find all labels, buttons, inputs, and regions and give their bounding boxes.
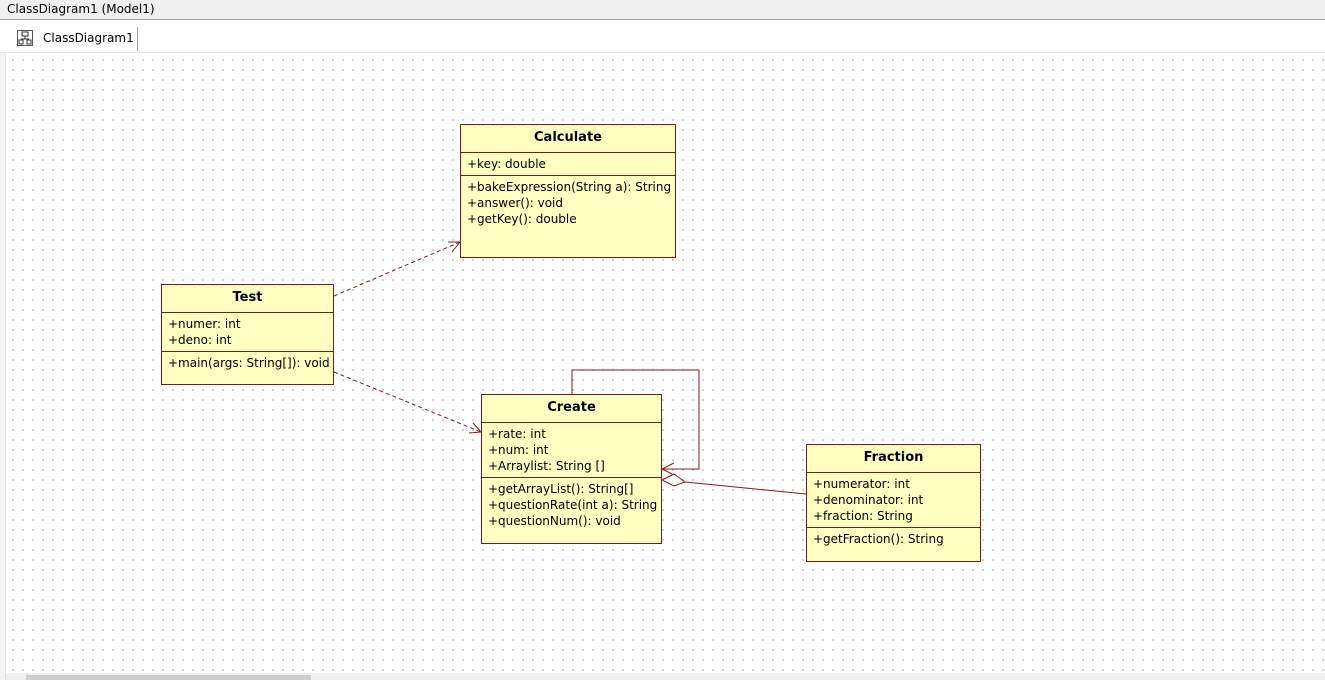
class-attribute: +denominator: int <box>813 493 924 507</box>
class-create[interactable]: Create +rate: int +num: int +Arraylist: … <box>481 394 662 544</box>
class-operations: +main(args: String[]): void <box>162 352 333 374</box>
class-test[interactable]: Test +numer: int +deno: int +main(args: … <box>161 284 334 385</box>
class-calculate[interactable]: Calculate +key: double +bakeExpression(S… <box>460 124 676 258</box>
class-diagram-icon <box>17 30 33 46</box>
class-name: Test <box>162 285 333 313</box>
class-operations: +getFraction(): String <box>807 528 980 550</box>
class-operation: +answer(): void <box>467 196 564 210</box>
scrollbar-thumb[interactable] <box>26 675 311 680</box>
class-attribute: +key: double <box>467 157 546 171</box>
class-operations: +bakeExpression(String a): String +answe… <box>461 176 675 230</box>
dependency-test-calculate[interactable] <box>333 241 462 297</box>
dependency-test-create[interactable] <box>333 371 483 434</box>
class-name: Fraction <box>807 445 980 473</box>
left-gutter <box>0 53 6 680</box>
class-attribute: +numer: int <box>168 317 241 331</box>
window-title-bar: ClassDiagram1 (Model1) <box>0 0 1325 20</box>
class-operation: +main(args: String[]): void <box>168 356 330 370</box>
tab-label: ClassDiagram1 <box>43 31 134 45</box>
class-operation: +questionRate(int a): String <box>488 498 658 512</box>
aggregation-fraction-create[interactable] <box>660 473 807 495</box>
class-attributes: +numer: int +deno: int <box>162 313 333 352</box>
diagram-tab-strip: ClassDiagram1 <box>0 21 1325 53</box>
class-operations: +getArrayList(): String[] +questionRate(… <box>482 478 661 532</box>
class-attribute: +rate: int <box>488 427 546 441</box>
class-operation: +questionNum(): void <box>488 514 621 528</box>
class-name: Create <box>482 395 661 423</box>
class-attribute: +fraction: String <box>813 509 913 523</box>
class-operation: +getKey(): double <box>467 212 577 226</box>
class-attributes: +rate: int +num: int +Arraylist: String … <box>482 423 661 478</box>
class-operation: +getFraction(): String <box>813 532 944 546</box>
class-attributes: +numerator: int +denominator: int +fract… <box>807 473 980 528</box>
window-title: ClassDiagram1 (Model1) <box>7 2 155 16</box>
association-create-self[interactable] <box>571 369 700 476</box>
class-attribute: +num: int <box>488 443 549 457</box>
class-attribute: +numerator: int <box>813 477 910 491</box>
class-name: Calculate <box>461 125 675 153</box>
horizontal-scrollbar[interactable] <box>6 673 1325 680</box>
class-attribute: +deno: int <box>168 333 232 347</box>
class-operation: +bakeExpression(String a): String <box>467 180 672 194</box>
class-operation: +getArrayList(): String[] <box>488 482 634 496</box>
class-fraction[interactable]: Fraction +numerator: int +denominator: i… <box>806 444 981 562</box>
class-attributes: +key: double <box>461 153 675 176</box>
tab-classdiagram1[interactable]: ClassDiagram1 <box>10 27 138 51</box>
class-attribute: +Arraylist: String [] <box>488 459 605 473</box>
